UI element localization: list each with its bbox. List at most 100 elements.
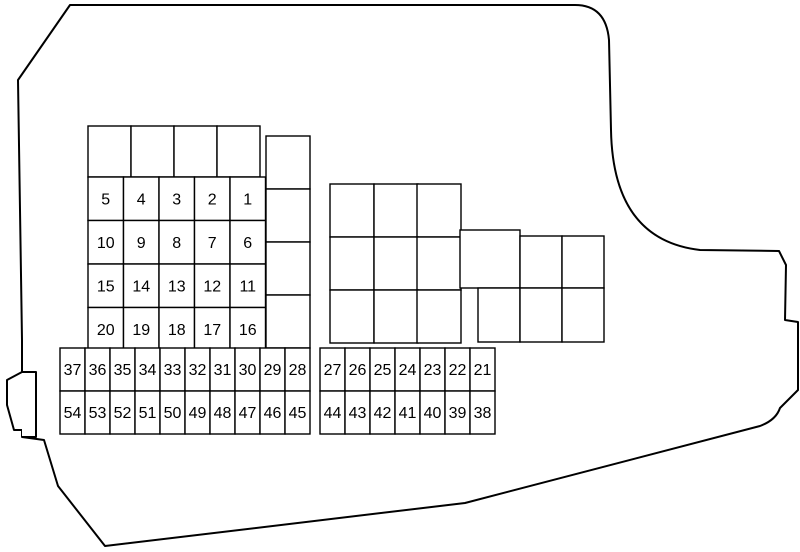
fuse-cell	[469, 390, 496, 435]
fuse-number: 29	[264, 362, 282, 379]
relay-slot	[519, 287, 563, 343]
fuse-number: 36	[89, 362, 107, 379]
fuse-cell	[184, 347, 211, 392]
fuse-number: 50	[164, 405, 182, 422]
fuse-number: 22	[449, 362, 467, 379]
fuse-number: 20	[97, 322, 115, 339]
fuse-number: 49	[189, 405, 207, 422]
relay-slot	[265, 294, 311, 349]
fuse-cell	[344, 347, 371, 392]
fuse-cell	[87, 176, 125, 222]
fuse-number: 12	[203, 278, 221, 295]
fuse-number: 27	[324, 362, 342, 379]
fuse-number: 13	[168, 278, 186, 295]
relay-slot	[373, 236, 419, 291]
fuse-number: 38	[474, 405, 492, 422]
relay-slot	[216, 125, 261, 178]
fuse-number: 1	[243, 191, 252, 208]
fuse-number: 48	[214, 405, 232, 422]
fuse-cell	[319, 347, 346, 392]
fuse-number: 39	[449, 405, 467, 422]
fuse-cell	[444, 390, 471, 435]
fuse-cell	[158, 263, 196, 309]
fuse-number: 15	[97, 278, 115, 295]
fuse-number: 25	[374, 362, 392, 379]
fuse-number: 33	[164, 362, 182, 379]
fuse-number: 53	[89, 405, 107, 422]
fuse-number: 23	[424, 362, 442, 379]
fuse-cell	[229, 219, 267, 265]
fuse-number: 2	[208, 191, 217, 208]
fuse-number: 34	[139, 362, 157, 379]
fuse-cell	[229, 306, 267, 352]
fuse-cell	[394, 390, 421, 435]
fuse-cell	[109, 390, 136, 435]
fuse-number: 6	[243, 235, 252, 252]
fuse-number: 45	[289, 405, 307, 422]
fuse-cell	[284, 390, 311, 435]
fuse-cell	[193, 263, 231, 309]
fuse-number: 54	[64, 405, 82, 422]
fuse-cell	[159, 347, 186, 392]
relay-slot	[459, 229, 521, 289]
fuse-cell	[259, 390, 286, 435]
fuse-number: 26	[349, 362, 367, 379]
fuse-number: 17	[203, 322, 221, 339]
fuse-number: 35	[114, 362, 132, 379]
relay-slot	[519, 235, 563, 289]
fuse-number: 44	[324, 405, 342, 422]
fuse-number: 43	[349, 405, 367, 422]
fuse-number: 42	[374, 405, 392, 422]
fuse-cell	[419, 390, 446, 435]
relay-slot	[173, 125, 218, 178]
fuse-number: 30	[239, 362, 257, 379]
fuse-cell	[209, 390, 236, 435]
fuse-number: 28	[289, 362, 307, 379]
fuse-number: 24	[399, 362, 417, 379]
fuse-number: 32	[189, 362, 207, 379]
relay-slot	[265, 241, 311, 296]
fuse-number: 4	[137, 191, 146, 208]
relay-slot	[329, 183, 375, 238]
relay-slot	[130, 125, 175, 178]
fuse-cell	[122, 219, 160, 265]
relay-slot	[329, 289, 375, 344]
relay-slot	[477, 287, 521, 343]
fuse-cell	[193, 176, 231, 222]
relay-slot	[416, 183, 462, 238]
fuse-cell	[184, 390, 211, 435]
relay-slot	[561, 287, 605, 343]
fuse-cell	[122, 176, 160, 222]
relay-slot	[373, 183, 419, 238]
fuse-number: 9	[137, 235, 146, 252]
fuse-number: 16	[239, 322, 257, 339]
relay-slot	[416, 289, 462, 344]
fuse-cell	[59, 390, 86, 435]
fuse-number: 19	[132, 322, 150, 339]
fuse-cell	[469, 347, 496, 392]
fuse-number: 37	[64, 362, 82, 379]
fuse-cell	[259, 347, 286, 392]
relay-slot	[87, 125, 132, 178]
fuse-cell	[444, 347, 471, 392]
relay-slot	[329, 236, 375, 291]
fuse-number: 8	[172, 235, 181, 252]
fuse-number: 52	[114, 405, 132, 422]
relay-slot	[265, 135, 311, 190]
relay-slot	[416, 236, 462, 291]
fuse-number: 7	[208, 235, 217, 252]
relay-slot	[373, 289, 419, 344]
relay-slot	[561, 235, 605, 289]
fuse-cell	[134, 390, 161, 435]
fuse-number: 21	[474, 362, 492, 379]
fuse-number: 11	[239, 278, 256, 295]
fuse-number: 51	[139, 405, 157, 422]
fuse-number: 5	[101, 191, 110, 208]
relay-slot	[265, 188, 311, 243]
fuse-number: 3	[172, 191, 181, 208]
side-connector	[22, 371, 37, 438]
fuse-number: 31	[214, 362, 232, 379]
fuse-number: 41	[399, 405, 417, 422]
